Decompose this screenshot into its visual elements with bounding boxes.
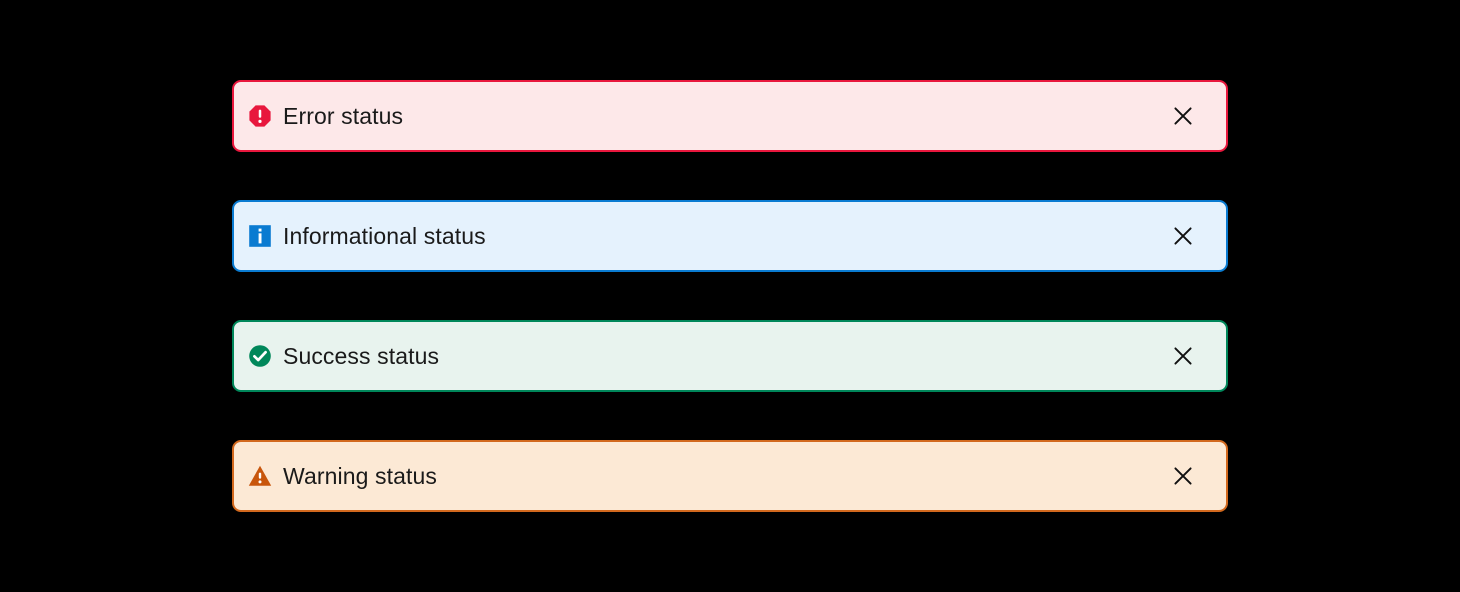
info-square-icon	[248, 224, 272, 248]
success-check-circle-icon	[248, 344, 272, 368]
status-banner-list: Error status Informational status	[232, 80, 1228, 512]
close-icon	[1172, 105, 1194, 127]
close-button[interactable]	[1168, 341, 1198, 371]
status-message: Error status	[283, 103, 404, 129]
error-octagon-icon	[248, 104, 272, 128]
close-icon	[1172, 465, 1194, 487]
close-icon	[1172, 345, 1194, 367]
close-icon	[1172, 225, 1194, 247]
warning-triangle-icon	[248, 464, 272, 488]
status-banner-warning: Warning status	[232, 440, 1228, 512]
status-banner-info: Informational status	[232, 200, 1228, 272]
status-banner-error: Error status	[232, 80, 1228, 152]
status-banner-success: Success status	[232, 320, 1228, 392]
close-button[interactable]	[1168, 461, 1198, 491]
status-message: Warning status	[283, 463, 437, 489]
status-message: Success status	[283, 343, 440, 369]
close-button[interactable]	[1168, 101, 1198, 131]
close-button[interactable]	[1168, 221, 1198, 251]
status-message: Informational status	[283, 223, 486, 249]
